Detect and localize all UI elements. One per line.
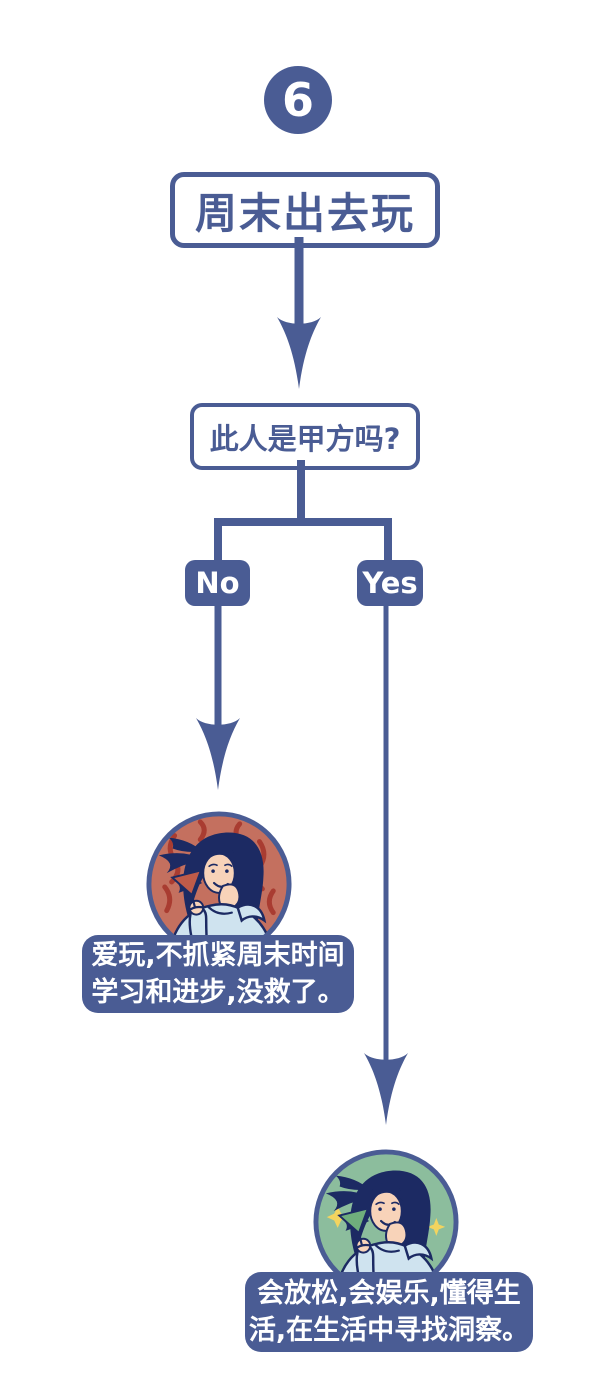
connector-crossbar <box>214 518 392 526</box>
step-number: 6 <box>281 73 314 127</box>
connector-left-drop <box>214 518 222 564</box>
avatar-no-illustration <box>146 811 292 957</box>
woman-with-cocktail <box>158 832 275 955</box>
branch-label-yes: Yes <box>357 560 423 606</box>
title-box: 周末出去玩 <box>170 172 440 248</box>
martini-glass-icon <box>170 868 205 913</box>
question-box: 此人是甲方吗? <box>190 403 420 470</box>
arrow-down-main-icon <box>277 237 321 389</box>
yes-label-text: Yes <box>362 566 418 600</box>
martini-glass-icon <box>337 1206 372 1251</box>
connector-right-drop <box>384 518 392 564</box>
question-text: 此人是甲方吗? <box>209 421 401 456</box>
result-yes-line1: 会放松,会娱乐,懂得生 <box>257 1278 521 1309</box>
result-banner-no: 爱玩,不抓紧周末时间 学习和进步,没救了。 <box>82 935 354 1013</box>
result-banner-yes: 会放松,会娱乐,懂得生 活,在生活中寻找洞察。 <box>245 1272 533 1352</box>
title-text: 周末出去玩 <box>194 188 415 238</box>
result-no-line2: 学习和进步,没救了。 <box>91 977 345 1008</box>
branch-label-no: No <box>185 560 250 606</box>
result-yes-line2: 活,在生活中寻找洞察。 <box>248 1315 530 1346</box>
arrow-down-no-icon <box>196 605 240 790</box>
connector-stem <box>297 460 305 522</box>
no-label-text: No <box>195 566 240 600</box>
arrow-down-yes-icon <box>364 605 408 1125</box>
result-no-line1: 爱玩,不抓紧周末时间 <box>91 940 345 971</box>
step-number-badge: 6 <box>264 66 332 134</box>
